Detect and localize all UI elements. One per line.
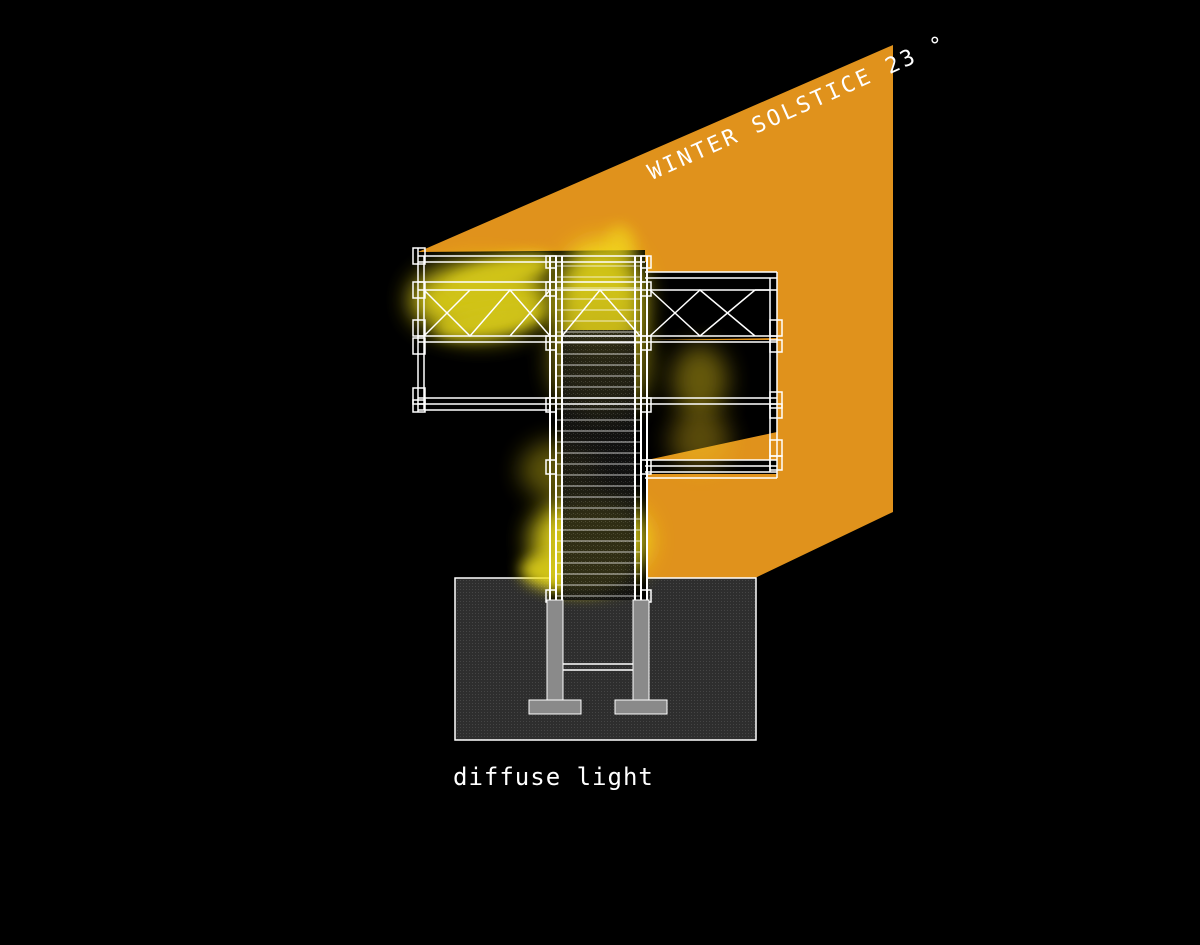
core-fill bbox=[562, 330, 635, 600]
foundation bbox=[528, 599, 668, 715]
core-slats bbox=[556, 265, 641, 597]
caption: diffuse light bbox=[453, 763, 654, 791]
ground-block bbox=[454, 577, 757, 741]
